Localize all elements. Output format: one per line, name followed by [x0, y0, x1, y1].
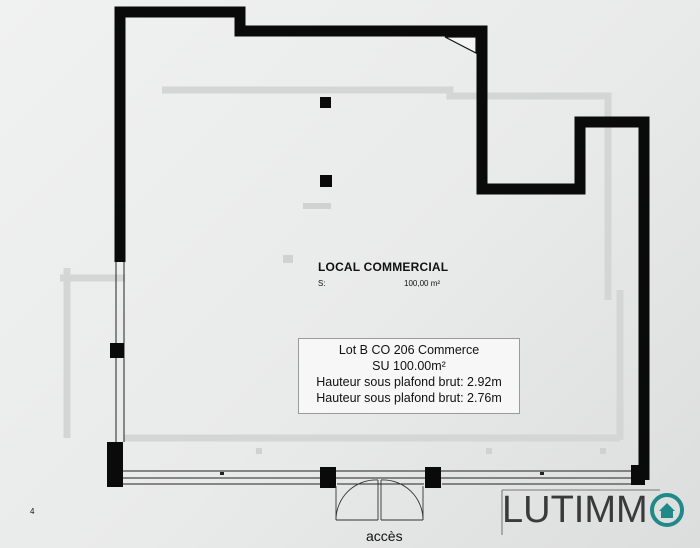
column-1	[320, 97, 331, 108]
glazing-ticks	[220, 472, 544, 475]
storefront-pillar-2	[425, 467, 441, 488]
storefront-glazing	[123, 470, 639, 485]
logo-text: LUTIMM	[502, 489, 648, 531]
entrance-door	[335, 479, 424, 521]
ghost-lines	[60, 86, 624, 442]
ceiling-height-line: Hauteur sous plafond brut: 2.92m	[316, 375, 502, 389]
surface-value: 100,00 m²	[404, 279, 441, 288]
ghost-marks	[256, 203, 606, 454]
entrance-label: accès	[366, 528, 403, 544]
bottom-left-pillar	[107, 442, 123, 487]
room-title: LOCAL COMMERCIAL	[318, 260, 449, 274]
lot-info-line: Lot B CO 206 Commerce	[338, 343, 480, 357]
storefront-pillar-right	[631, 465, 645, 485]
lot-area-line: SU 100.00m²	[372, 359, 446, 373]
ceiling-height-line: Hauteur sous plafond brut: 2.76m	[316, 391, 502, 405]
column-2	[320, 175, 332, 187]
surface-label: S:	[318, 279, 326, 288]
lower-right-lines	[501, 489, 660, 535]
exterior-wall	[114, 6, 650, 480]
corner-notch	[444, 36, 477, 54]
page-number: 4	[30, 507, 35, 516]
storefront-pillar-1	[320, 467, 336, 488]
left-pillar	[110, 343, 124, 358]
lot-info-box: Lot B CO 206 Commerce SU 100.00m² Hauteu…	[298, 338, 520, 414]
lutimmo-logo: LUTIMM	[502, 490, 685, 530]
house-circle-icon	[649, 493, 684, 527]
